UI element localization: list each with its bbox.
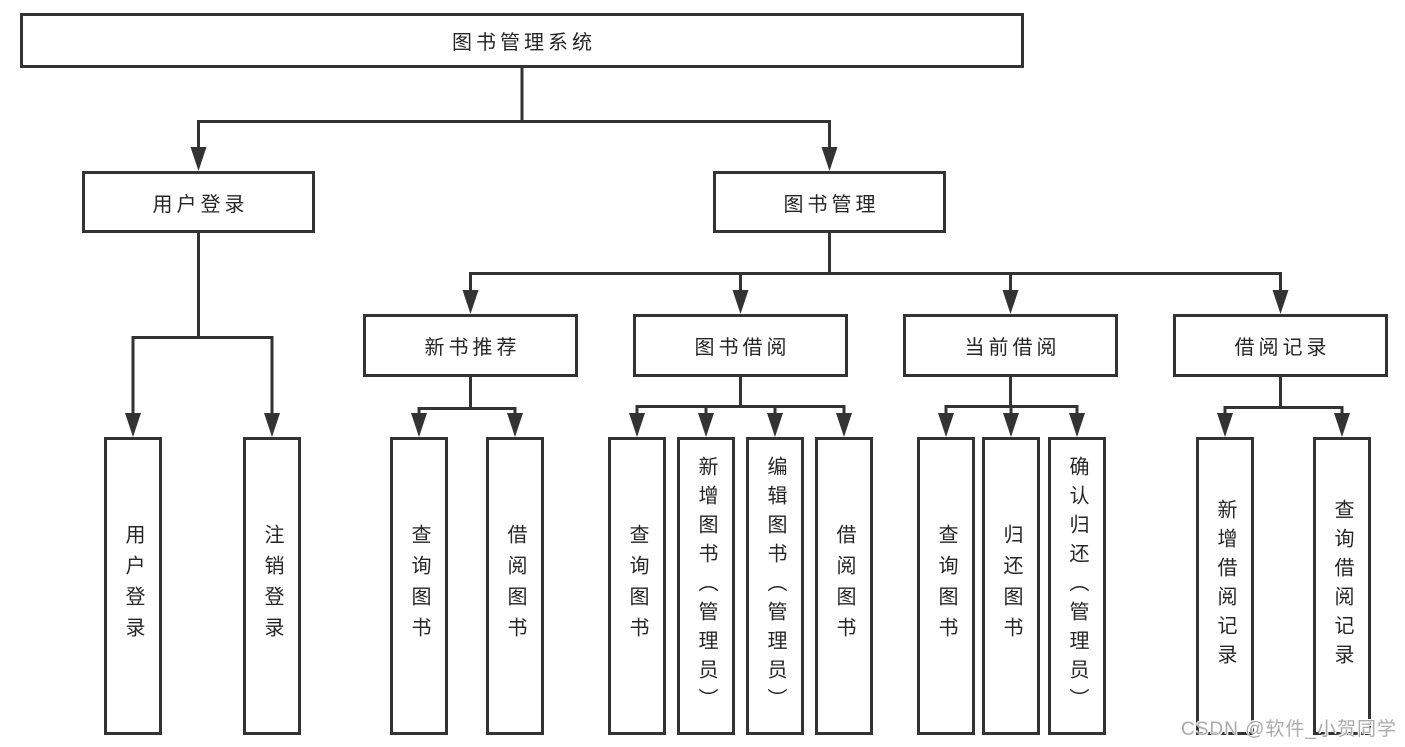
leaf-borrow-query-books: 查询图书 (608, 437, 666, 735)
node-root-library-management-system: 图书管理系统 (20, 13, 1024, 68)
node-book-management: 图书管理 (713, 171, 946, 233)
leaf-recommend-query-books-label: 查询图书 (408, 524, 430, 648)
node-user-login-label: 用户登录 (152, 193, 249, 216)
leaf-query-borrow-record-label: 查询借阅记录 (1331, 499, 1353, 673)
node-borrow-records-label: 借阅记录 (1234, 337, 1331, 359)
leaf-logout: 注销登录 (243, 437, 301, 735)
leaf-borrow-query-books-label: 查询图书 (626, 524, 648, 648)
node-current-borrow-label: 当前借阅 (964, 337, 1061, 359)
leaf-return-books: 归还图书 (982, 437, 1040, 735)
node-root-label: 图书管理系统 (452, 32, 596, 54)
node-borrow-records: 借阅记录 (1173, 314, 1388, 377)
node-book-management-label: 图书管理 (783, 193, 880, 216)
leaf-current-query-books-label: 查询图书 (935, 524, 957, 648)
leaf-add-books-admin-label: 新增图书（管理员） (695, 455, 717, 717)
leaf-confirm-return-admin: 确认归还（管理员） (1048, 437, 1106, 735)
leaf-user-login: 用户登录 (104, 437, 162, 735)
leaf-edit-books-admin-label: 编辑图书（管理员） (764, 455, 786, 717)
csdn-watermark: CSDN @软件_小贺同学 (1181, 719, 1397, 740)
leaf-recommend-borrow-books: 借阅图书 (486, 437, 544, 735)
node-book-borrow-label: 图书借阅 (694, 337, 791, 359)
leaf-current-query-books: 查询图书 (917, 437, 975, 735)
leaf-confirm-return-admin-label: 确认归还（管理员） (1066, 455, 1088, 717)
node-new-book-recommend-label: 新书推荐 (424, 337, 521, 359)
leaf-recommend-query-books: 查询图书 (390, 437, 448, 735)
leaf-return-books-label: 归还图书 (1000, 524, 1022, 648)
node-user-login: 用户登录 (82, 171, 315, 233)
leaf-logout-label: 注销登录 (261, 524, 283, 648)
leaf-borrow-books: 借阅图书 (815, 437, 873, 735)
node-book-borrow: 图书借阅 (633, 314, 848, 377)
leaf-add-books-admin: 新增图书（管理员） (677, 437, 735, 735)
leaf-recommend-borrow-books-label: 借阅图书 (504, 524, 526, 648)
leaf-query-borrow-record: 查询借阅记录 (1313, 437, 1371, 735)
leaf-user-login-label: 用户登录 (122, 524, 144, 648)
leaf-edit-books-admin: 编辑图书（管理员） (746, 437, 804, 735)
leaf-borrow-books-label: 借阅图书 (833, 524, 855, 648)
leaf-add-borrow-record-label: 新增借阅记录 (1214, 499, 1236, 673)
node-current-borrow: 当前借阅 (903, 314, 1118, 377)
leaf-add-borrow-record: 新增借阅记录 (1196, 437, 1254, 735)
node-new-book-recommend: 新书推荐 (363, 314, 578, 377)
